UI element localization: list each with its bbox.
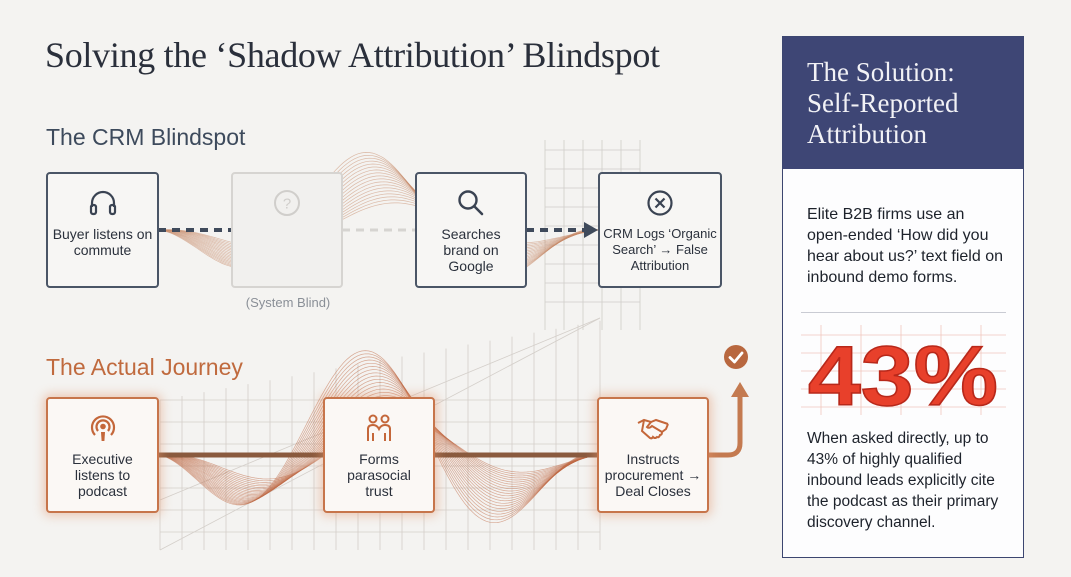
arrowhead <box>731 382 749 397</box>
handshake-icon <box>637 418 669 440</box>
wave-bundle-top <box>159 152 601 281</box>
crm-node-unknown: ? <box>231 172 343 288</box>
crm-node-search: Searches brand on Google <box>415 172 527 288</box>
node-label: Executive listens to podcast <box>72 451 133 499</box>
svg-text:?: ? <box>283 196 291 213</box>
search-icon <box>458 190 484 216</box>
journey-node-podcast: Executive listens to podcast <box>46 397 159 513</box>
crm-node-false-attribution: CRM Logs ‘Organic Search’ → False Attrib… <box>598 172 722 288</box>
solution-panel: The Solution: Self-Reported Attribution … <box>782 36 1024 558</box>
headphones-icon <box>89 190 116 216</box>
node-label: Instructs procurement → Deal Closes <box>604 451 702 499</box>
node-label: CRM Logs ‘Organic Search’ → False Attrib… <box>603 226 717 273</box>
people-icon <box>367 414 391 441</box>
solution-description: Elite B2B firms use an open-ended ‘How d… <box>807 206 1003 286</box>
node-label: Forms parasocial trust <box>347 451 411 499</box>
journey-exit-arrow <box>708 395 743 458</box>
solution-title: The Solution: Self-Reported Attribution <box>807 57 959 149</box>
podcast-icon <box>90 415 115 441</box>
stat-graphic: 43% <box>801 325 1006 415</box>
crm-node-listen: Buyer listens on commute <box>46 172 159 288</box>
x-circle-icon <box>647 190 673 216</box>
journey-node-trust: Forms parasocial trust <box>323 397 435 513</box>
stat-description: When asked directly, up to 43% of highly… <box>807 430 999 531</box>
solution-header: The Solution: Self-Reported Attribution <box>783 37 1023 169</box>
wave-bundle-bottom <box>159 350 601 524</box>
arrowhead <box>584 222 598 238</box>
question-icon: ? <box>274 190 300 216</box>
node-label: Searches brand on Google <box>441 226 501 274</box>
journey-section-heading: The Actual Journey <box>46 354 243 380</box>
divider <box>801 312 1006 313</box>
node-label: Buyer listens on commute <box>52 226 153 258</box>
check-circle-icon <box>724 345 748 369</box>
page-title: Solving the ‘Shadow Attribution’ Blindsp… <box>45 35 660 75</box>
journey-node-deal: Instructs procurement → Deal Closes <box>597 397 709 513</box>
crm-section-heading: The CRM Blindspot <box>46 124 246 150</box>
system-blind-caption: (System Blind) <box>245 295 331 310</box>
stat-value: 43% <box>808 329 998 415</box>
